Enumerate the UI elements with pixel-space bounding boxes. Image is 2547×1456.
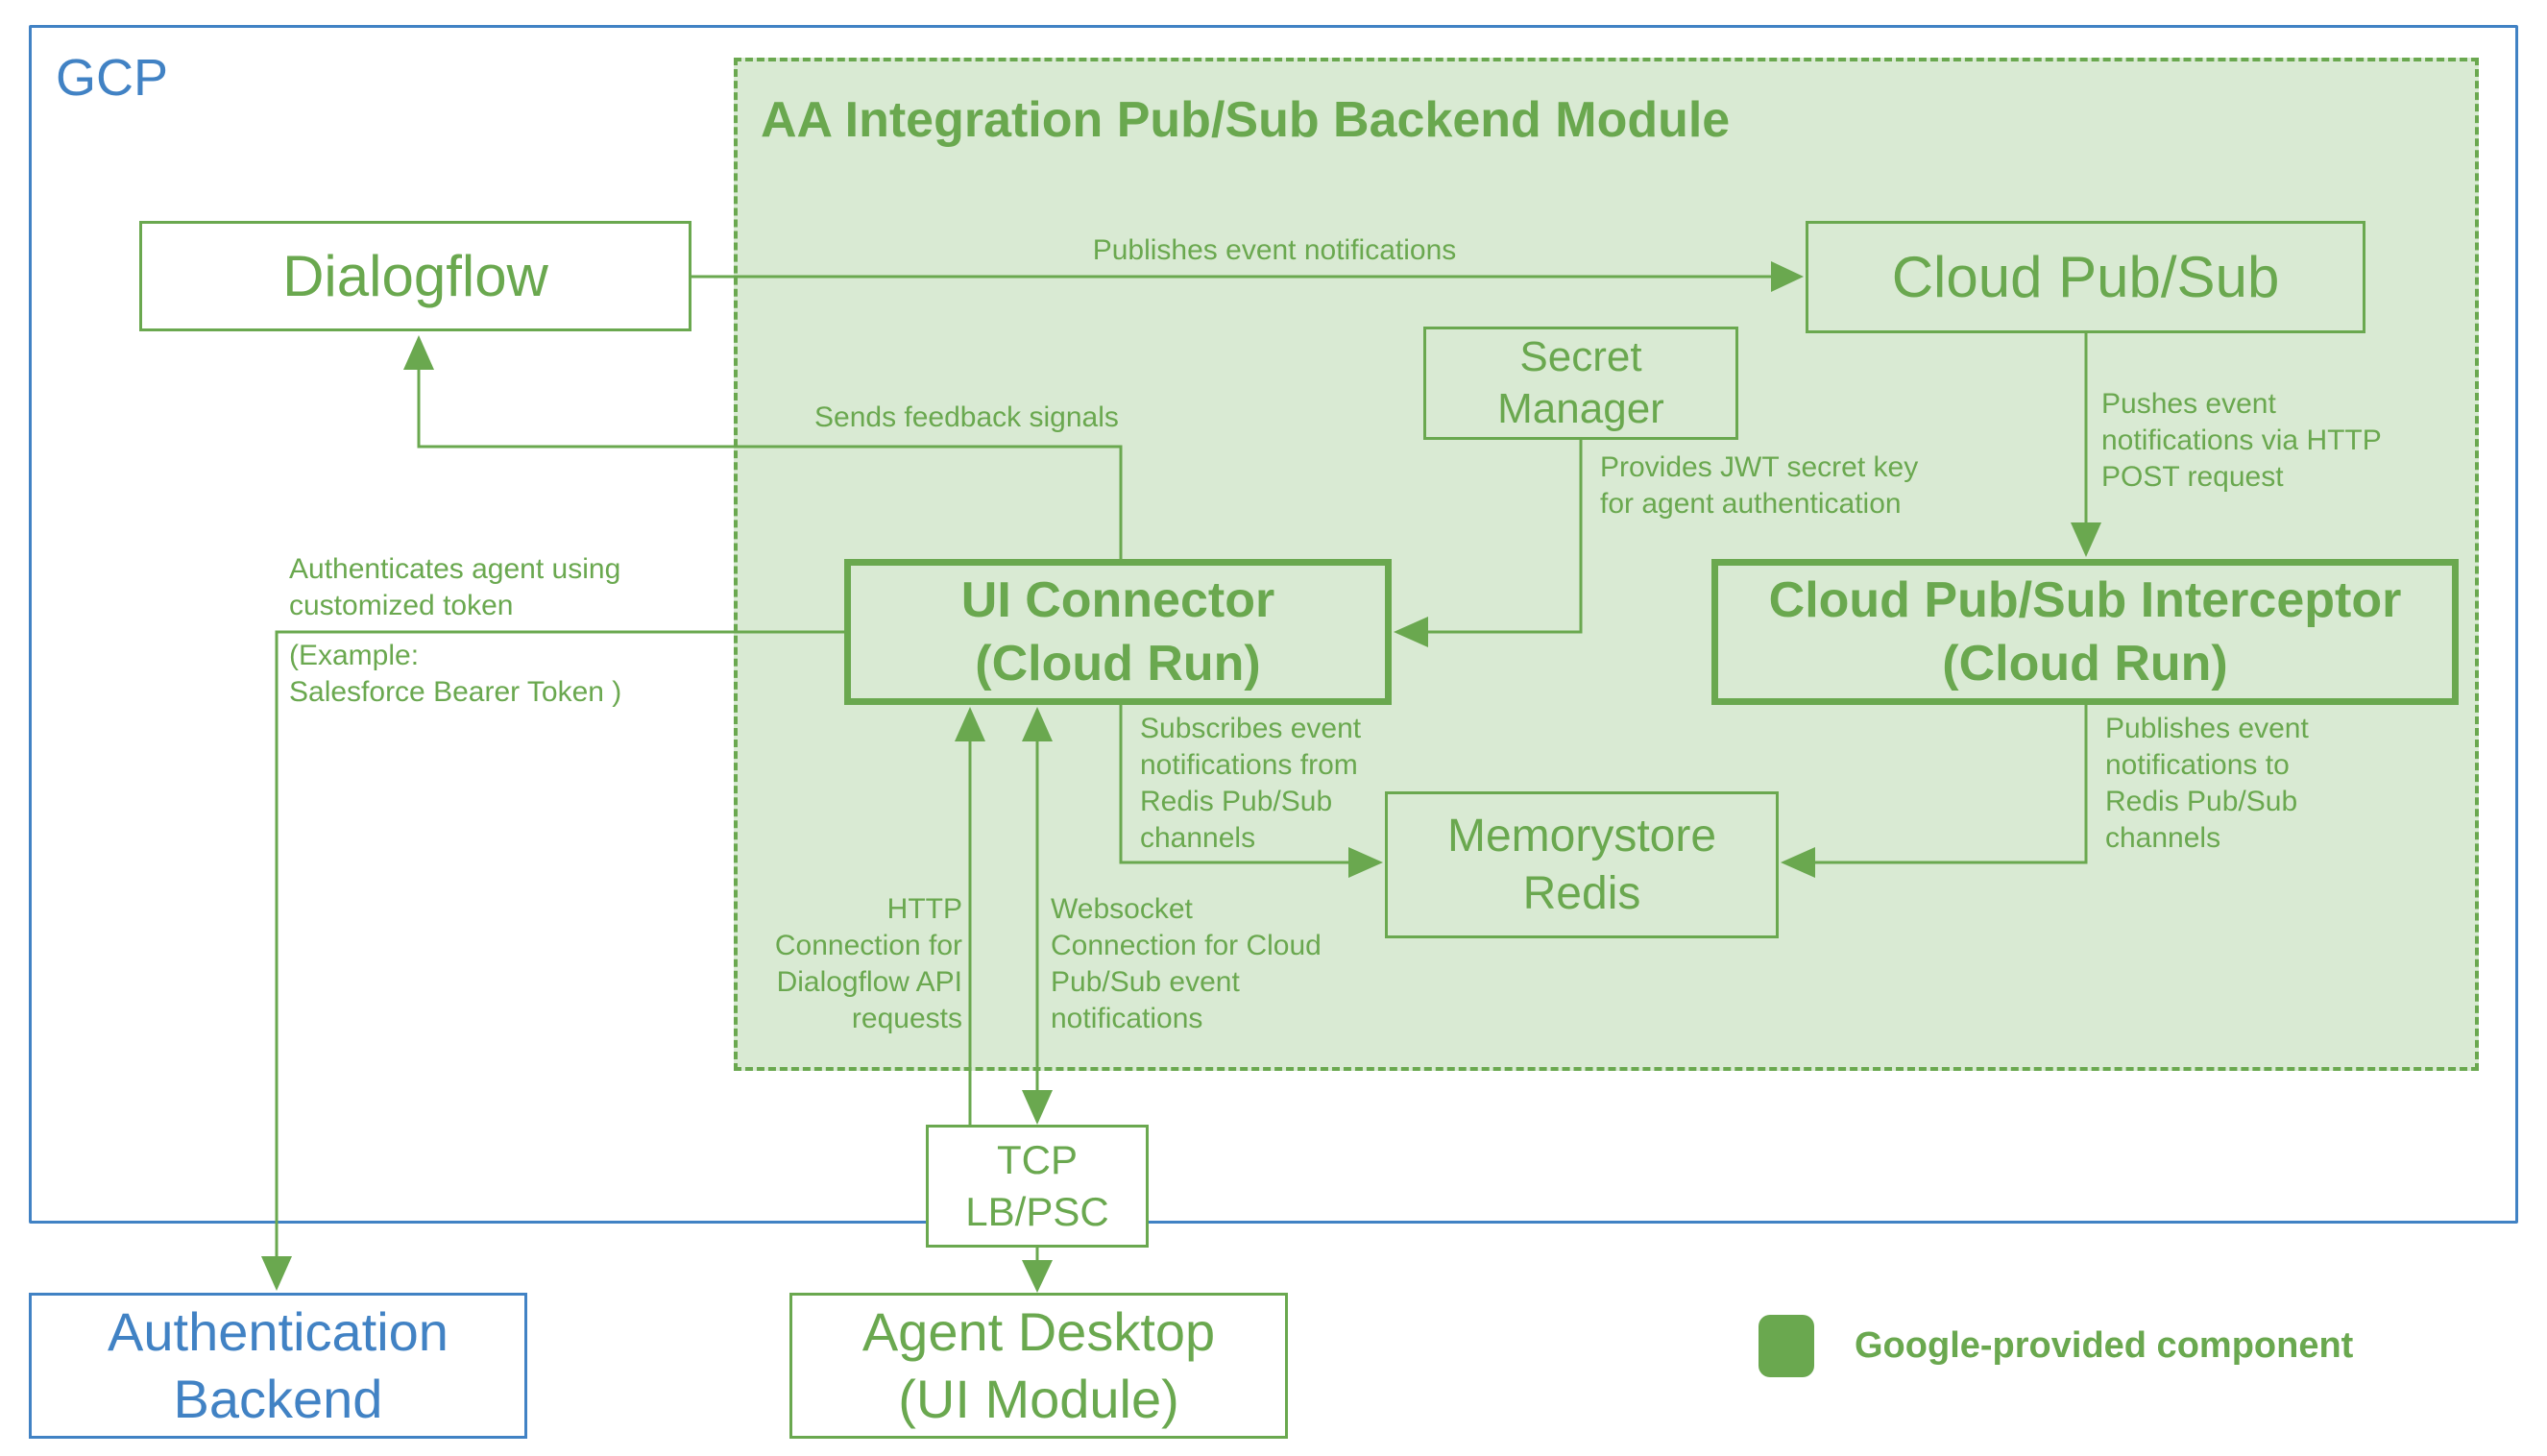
label-sends-feedback-signals: Sends feedback signals <box>814 401 1119 433</box>
edge-cloud-pubsub-to-interceptor <box>2071 333 2101 557</box>
node-cloud-pubsub-interceptor: Cloud Pub/Sub Interceptor (Cloud Run) <box>1711 559 2459 705</box>
label-http-connection: HTTP Connection for Dialogflow API reque… <box>774 893 962 1034</box>
node-secret-manager: Secret Manager <box>1423 327 1738 440</box>
node-authentication-backend: Authentication Backend <box>29 1293 527 1439</box>
edge-tcp-to-agent-desktop <box>1022 1248 1053 1293</box>
label-provides-jwt-secret: Provides JWT secret key for agent authen… <box>1600 451 1919 520</box>
node-tcp-lb-psc: TCP LB/PSC <box>926 1125 1149 1248</box>
label-pushes-event-notifications: Pushes event notifications via HTTP POST… <box>2101 388 2382 493</box>
edge-ui-connector-to-auth-backend <box>261 630 844 1291</box>
node-agent-desktop: Agent Desktop (UI Module) <box>789 1293 1288 1439</box>
node-ui-connector: UI Connector (Cloud Run) <box>844 559 1392 705</box>
edge-tcp-ui-connector-websocket <box>1022 707 1053 1125</box>
google-provided-swatch-icon <box>1759 1315 1814 1377</box>
node-dialogflow: Dialogflow <box>139 221 691 331</box>
edge-ui-connector-to-memorystore <box>1119 705 1383 878</box>
label-authenticates-example: (Example: Salesforce Bearer Token ) <box>289 640 622 708</box>
module-title: AA Integration Pub/Sub Backend Module <box>761 92 1731 148</box>
label-publishes-event-notifications: Publishes event notifications <box>1092 234 1457 266</box>
label-authenticates-agent: Authenticates agent using customized tok… <box>289 553 621 621</box>
legend: Google-provided component <box>1759 1315 2353 1377</box>
gcp-boundary-box <box>29 25 2518 1224</box>
edge-tcp-to-ui-connector-http <box>955 707 985 1125</box>
edge-ui-connector-to-dialogflow-feedback <box>403 335 1123 559</box>
edge-secret-manager-to-ui-connector <box>1394 440 1583 647</box>
label-websocket-connection: Websocket Connection for Cloud Pub/Sub e… <box>1051 893 1322 1034</box>
edge-interceptor-to-memorystore <box>1781 705 2088 878</box>
edge-dialogflow-to-cloud-pubsub <box>691 261 1804 292</box>
node-cloud-pubsub: Cloud Pub/Sub <box>1806 221 2365 333</box>
node-memorystore-redis: Memorystore Redis <box>1385 791 1779 938</box>
legend-label: Google-provided component <box>1855 1325 2354 1366</box>
label-publishes-to-redis: Publishes event notifications to Redis P… <box>2105 713 2309 854</box>
label-subscribes-event-notifications: Subscribes event notifications from Redi… <box>1140 713 1362 854</box>
gcp-label: GCP <box>56 49 169 107</box>
